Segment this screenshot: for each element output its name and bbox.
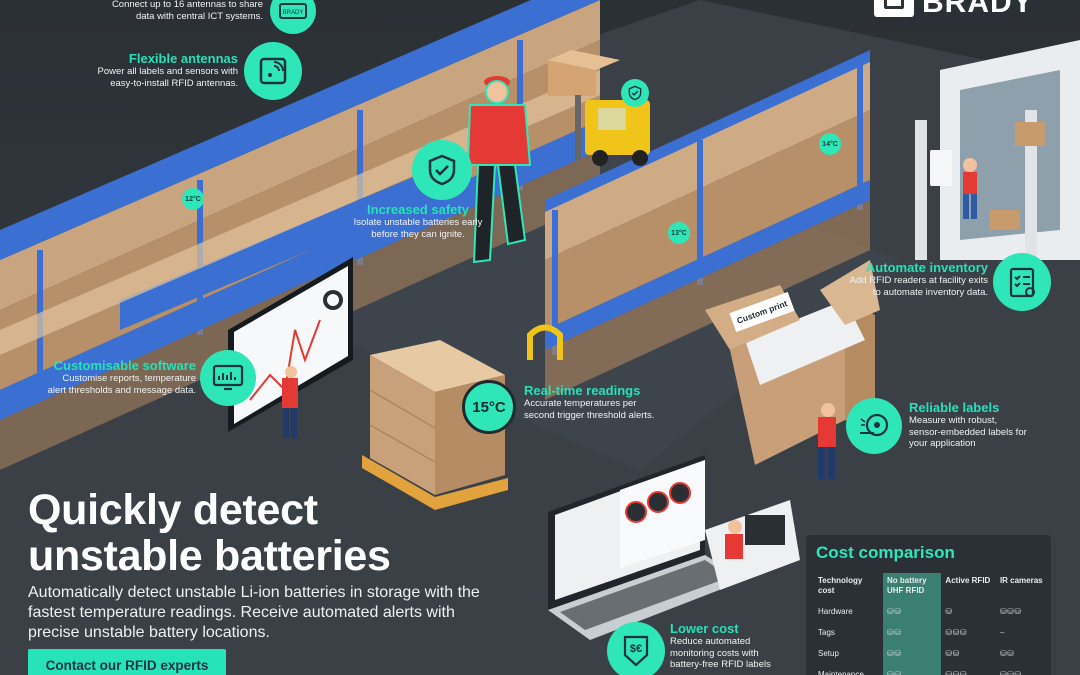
software-monitor (228, 257, 353, 438)
feature-software: Customisable software Customise reports,… (47, 358, 196, 396)
svg-text:$€: $€ (630, 643, 642, 655)
cost-row: Maintenance ⛁⛁ ⛁⛁⛁ ⛁⛁⛁ (814, 664, 1051, 675)
feature-lowcost: Lower cost Reduce automated monitoring c… (670, 621, 771, 670)
shield-check-icon (412, 140, 472, 200)
feature-labels: Reliable labels Measure with robust, sen… (909, 400, 1027, 449)
clipboard-checklist-icon (993, 253, 1051, 311)
cost-row: Tags ⛁⛁ ⛁⛁⛁ – (814, 622, 1051, 643)
monitor-chart-icon (200, 350, 256, 406)
temp-tag-14: 14°C (819, 133, 841, 155)
temp-tag-12: 12°C (182, 188, 204, 210)
temperature-readout: 15°C (462, 380, 516, 434)
loading-dock (915, 40, 1080, 260)
right-rack (545, 50, 870, 400)
cost-row: Setup ⛁⛁ ⛁⛁ ⛁⛁ (814, 643, 1051, 664)
walking-worker (466, 76, 532, 264)
temp-tag-13: 13°C (668, 222, 690, 244)
shield-check-small-icon (621, 79, 649, 107)
feature-readings: Real-time readings Accurate temperatures… (524, 383, 655, 421)
feature-antennas: Flexible antennas Power all labels and s… (97, 51, 238, 89)
feature-inventory: Automate inventory Add RFID readers at f… (849, 260, 988, 298)
device-brand: BRADY (283, 10, 304, 16)
forklift (548, 50, 650, 166)
brady-logo-mark (874, 0, 914, 17)
euro-pound-coin-icon: $€ (607, 622, 665, 675)
cost-comparison-title: Cost comparison (816, 543, 955, 562)
feature-safety: Increased safety Isolate unstable batter… (353, 202, 483, 240)
laptop-desk (548, 455, 800, 640)
open-box (705, 260, 880, 479)
feature-connect: Connect up to 16 antennas to share data … (111, 0, 263, 22)
cost-comparison-panel: Cost comparison Technology cost No batte… (806, 535, 1051, 675)
lead-paragraph: Automatically detect unstable Li-ion bat… (28, 584, 480, 641)
antenna-icon (244, 42, 302, 100)
label-roll-icon (846, 398, 902, 454)
cost-header-row: Technology cost No battery UHF RFID Acti… (814, 573, 1051, 601)
cost-row: Hardware ⛁⛁ ⛁ ⛁⛁⛁ (814, 601, 1051, 622)
cost-table: Technology cost No battery UHF RFID Acti… (814, 573, 1051, 675)
headline: Quickly detect unstable batteries (28, 486, 391, 580)
contact-experts-button[interactable]: Contact our RFID experts (28, 649, 226, 675)
brady-logo: BRADY (874, 0, 1034, 19)
